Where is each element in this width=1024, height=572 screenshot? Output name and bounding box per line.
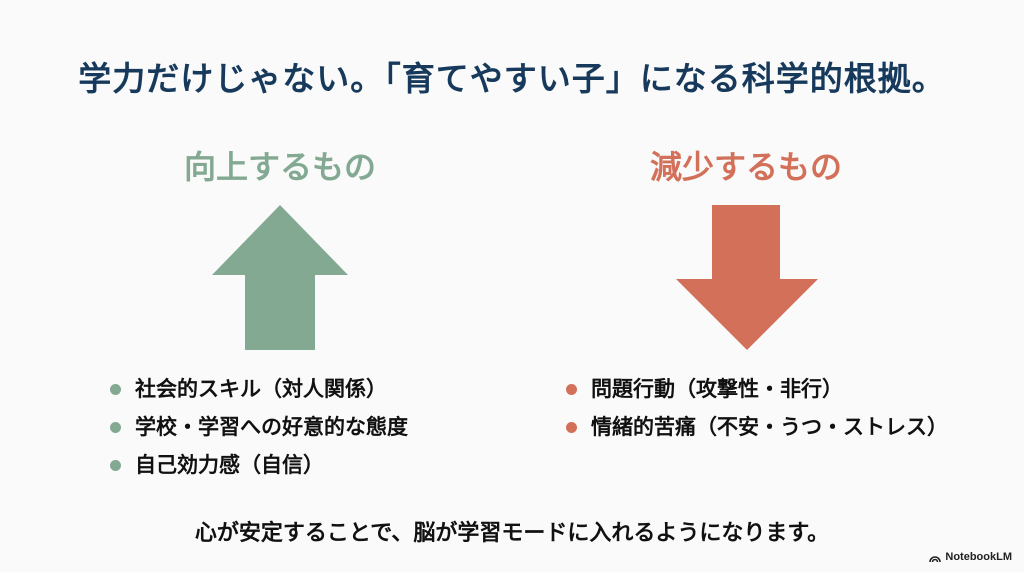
list-item-text: 学校・学習への好意的な態度 [135, 415, 408, 439]
list-item: 自己効力感（自信） [110, 446, 408, 484]
summary-text: 心が安定することで、脳が学習モードに入れるようになります。 [194, 521, 830, 546]
up-arrow-icon [212, 205, 348, 350]
list-item-text: 問題行動（攻撃性・非行） [591, 377, 843, 401]
bullet-icon [110, 421, 121, 433]
notebooklm-logo: NotebookLM [929, 551, 1012, 563]
down-arrow-icon [676, 205, 818, 350]
list-item-text: 情緒的苦痛（不安・うつ・ストレス） [591, 415, 948, 439]
list-item: 問題行動（攻撃性・非行） [566, 370, 948, 408]
bullet-icon [566, 383, 577, 395]
list-item-text: 自己効力感（自信） [135, 453, 324, 477]
list-item: 学校・学習への好意的な態度 [110, 408, 408, 446]
notebooklm-icon [929, 555, 942, 562]
list-item-text: 社会的スキル（対人関係） [135, 377, 387, 401]
decrease-heading: 減少するもの [649, 148, 842, 186]
list-item: 社会的スキル（対人関係） [110, 370, 408, 408]
logo-text: NotebookLM [945, 551, 1012, 563]
list-item: 情緒的苦痛（不安・うつ・ストレス） [566, 408, 948, 446]
bullet-icon [110, 383, 121, 395]
decrease-list: 問題行動（攻撃性・非行） 情緒的苦痛（不安・うつ・ストレス） [566, 370, 948, 446]
slide-title: 学力だけじゃない。「育てやすい子」になる科学的根拠。 [78, 59, 946, 98]
bullet-icon [110, 459, 121, 471]
increase-heading: 向上するもの [183, 148, 376, 186]
increase-list: 社会的スキル（対人関係） 学校・学習への好意的な態度 自己効力感（自信） [110, 370, 408, 484]
bullet-icon [566, 421, 577, 433]
